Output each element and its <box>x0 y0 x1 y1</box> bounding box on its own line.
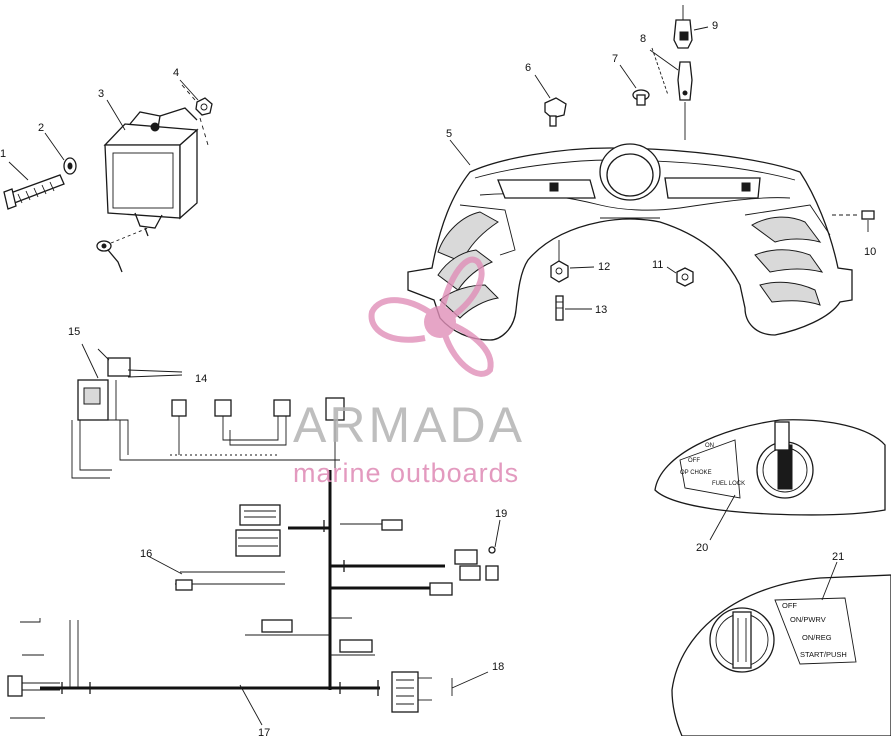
label-card-part-18 <box>391 671 489 713</box>
bolt-part-1 <box>3 174 65 210</box>
callout-13: 13 <box>595 304 607 316</box>
switch20-label-fuel-lock: FUEL LOCK <box>712 481 745 487</box>
ground-terminal <box>96 227 149 273</box>
callout-8: 8 <box>640 33 646 45</box>
switch-panel-part-20 <box>654 419 886 541</box>
callout-6: 6 <box>525 62 531 74</box>
nut-part-4 <box>181 84 213 146</box>
nut-part-12 <box>550 240 595 283</box>
callout-15: 15 <box>68 326 80 338</box>
callout-3: 3 <box>98 88 104 100</box>
switch20-label-off: OFF <box>688 458 700 464</box>
switch20-label-on: ON <box>705 443 714 449</box>
callout-21: 21 <box>832 551 844 563</box>
callout-1: 1 <box>0 148 6 160</box>
callout-9: 9 <box>712 20 718 32</box>
callout-5: 5 <box>446 128 452 140</box>
propeller-logo <box>368 256 494 377</box>
callout-10: 10 <box>864 246 876 258</box>
sensor-part-9 <box>673 5 709 49</box>
callout-17: 17 <box>258 727 270 736</box>
connector-part-8 <box>649 47 693 140</box>
callout-4: 4 <box>173 67 179 79</box>
key-switch-part-21 <box>671 561 891 736</box>
keyswitch-label-start: START/PUSH <box>800 650 847 659</box>
washer-part-2 <box>63 157 77 175</box>
callout-12: 12 <box>598 261 610 273</box>
connector-part-19 <box>488 519 501 554</box>
callout-7: 7 <box>612 53 618 65</box>
stud-part-13 <box>555 295 592 321</box>
relay-harness-part-14 <box>71 343 345 479</box>
callout-16: 16 <box>140 548 152 560</box>
nut-part-11 <box>666 266 694 287</box>
callout-14: 14 <box>195 373 207 385</box>
callout-20: 20 <box>696 542 708 554</box>
dash-console-part-5 <box>407 143 853 341</box>
callout-2: 2 <box>38 122 44 134</box>
keyswitch-label-on-pwrv: ON/PWRV <box>790 615 826 624</box>
electrical-box-part-3 <box>103 107 199 237</box>
keyswitch-label-on-reg: ON/REG <box>802 633 832 642</box>
watermark-subtitle: marine outboards <box>293 458 519 488</box>
main-harness-part-17 <box>7 470 499 726</box>
screw-part-10 <box>832 210 875 232</box>
callout-18: 18 <box>492 661 504 673</box>
keyswitch-label-off: OFF <box>782 601 797 610</box>
plug-part-7 <box>619 64 650 106</box>
watermark-title: ARMADA <box>293 397 525 453</box>
callout-19: 19 <box>495 508 507 520</box>
callout-11: 11 <box>652 259 663 271</box>
screw-part-6 <box>534 74 567 127</box>
switch20-label-choke: OP CHOKE <box>680 470 712 476</box>
